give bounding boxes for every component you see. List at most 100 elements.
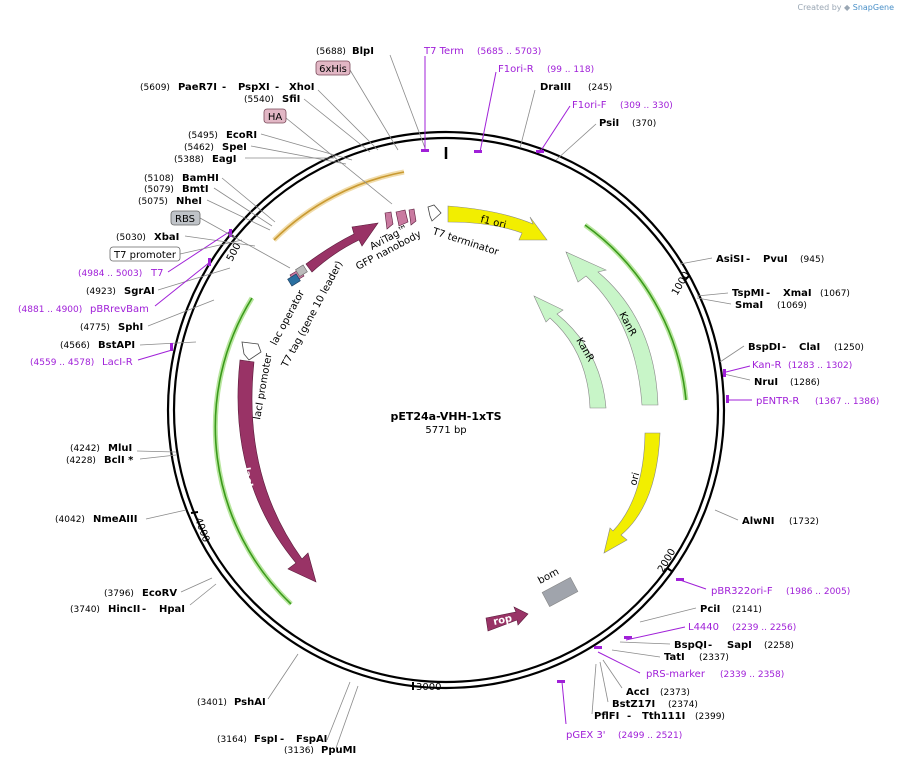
site-nmeaiii[interactable]: (4042) NmeAIII xyxy=(55,509,187,525)
tick-mark-4000 xyxy=(190,511,199,514)
svg-text:RBS: RBS xyxy=(175,214,195,225)
feature-t7-terminator[interactable] xyxy=(427,204,442,222)
site-bamhi[interactable]: (5108) BamHI xyxy=(144,173,276,223)
site-bspqi-sapi[interactable]: BspQI - SapI (2258) xyxy=(619,640,794,651)
site-pshai[interactable]: (3401) PshAI xyxy=(197,653,299,708)
primer-f1ori-f[interactable]: F1ori-F (309 .. 330) xyxy=(536,100,673,153)
primer-kan-r[interactable]: Kan-R (1283 .. 1302) xyxy=(723,360,852,377)
svg-text:Tth111I: Tth111I xyxy=(642,711,685,722)
label-ha[interactable]: HA xyxy=(263,108,393,205)
site-bcli[interactable]: (4228) BclI * xyxy=(66,454,177,466)
svg-text:EcoRV: EcoRV xyxy=(142,588,177,599)
site-bspdi-clai[interactable]: BspDI - ClaI (1250) xyxy=(719,342,864,363)
site-tspmi-xmai[interactable]: TspMI - XmaI (1067) xyxy=(696,288,850,299)
svg-text:(309 .. 330): (309 .. 330) xyxy=(620,101,673,111)
site-spei[interactable]: (5462) SpeI xyxy=(184,142,347,165)
site-nhei[interactable]: (5075) NheI xyxy=(138,196,271,231)
tick-label-1000: 1000 xyxy=(670,270,692,298)
svg-text:(1732): (1732) xyxy=(789,517,819,527)
site-bstz17i[interactable]: BstZ17I (2374) xyxy=(599,661,698,710)
primer-pbr322ori-f[interactable]: pBR322ori-F (1986 .. 2005) xyxy=(676,578,850,597)
site-bmti[interactable]: (5079) BmtI xyxy=(144,184,273,227)
svg-text:(3740): (3740) xyxy=(70,605,100,615)
svg-text:(2374): (2374) xyxy=(668,700,698,710)
svg-text:(5609): (5609) xyxy=(140,83,170,93)
site-psii[interactable]: PsiI (370) xyxy=(555,118,656,161)
site-draiii[interactable]: DraIII (245) xyxy=(519,82,612,149)
feature-bom-label: bom xyxy=(536,567,561,587)
svg-text:T7 promoter: T7 promoter xyxy=(113,250,177,261)
svg-text:EagI: EagI xyxy=(212,154,236,165)
feature-ha-tag[interactable] xyxy=(395,209,409,227)
site-pflfi-tth111i[interactable]: PflFI - Tth111I (2399) xyxy=(591,663,725,722)
svg-text:(3136): (3136) xyxy=(284,746,314,756)
svg-text:(4559 .. 4578): (4559 .. 4578) xyxy=(30,358,94,368)
label-rbs[interactable]: RBS xyxy=(170,210,291,269)
site-blpi[interactable]: BlpI (5688) xyxy=(316,46,426,149)
feature-lac-operator[interactable] xyxy=(287,273,301,287)
primer-pentr-r[interactable]: pENTR-R (1367 .. 1386) xyxy=(726,395,879,407)
label-6xhis[interactable]: 6xHis xyxy=(315,60,399,151)
feature-kanr-outer[interactable] xyxy=(565,251,659,406)
svg-text:(5079): (5079) xyxy=(144,185,174,195)
primer-l4440[interactable]: L4440 (2239 .. 2256) xyxy=(624,622,796,641)
site-fspi-fspai[interactable]: (3164) FspI - FspAI xyxy=(217,681,351,745)
feature-6xhis-tag[interactable] xyxy=(408,208,417,226)
svg-text:-: - xyxy=(627,711,631,722)
site-pcii[interactable]: PciI (2141) xyxy=(639,604,762,623)
site-eagi[interactable]: (5388) EagI xyxy=(174,154,334,165)
svg-text:(5462): (5462) xyxy=(184,143,214,153)
svg-text:XhoI: XhoI xyxy=(289,82,314,93)
svg-text:BmtI: BmtI xyxy=(182,184,209,195)
site-asisi-pvui[interactable]: AsiSI - PvuI (945) xyxy=(679,254,824,265)
svg-text:BamHI: BamHI xyxy=(182,173,219,184)
primer-f1ori-r[interactable]: F1ori-R (99 .. 118) xyxy=(474,64,594,153)
svg-text:(5685 .. 5703): (5685 .. 5703) xyxy=(477,47,541,57)
site-sgrai[interactable]: (4923) SgrAI xyxy=(86,267,231,297)
site-alwni[interactable]: AlwNI (1732) xyxy=(714,509,819,527)
primer-pgex-3[interactable]: pGEX 3' (2499 .. 2521) xyxy=(557,680,682,741)
svg-text:SapI: SapI xyxy=(727,640,752,651)
site-xbai[interactable]: (5030) XbaI xyxy=(116,232,256,247)
site-paer7i-pspxi-xhoi[interactable]: (5609) PaeR7I - PspXI - XhoI xyxy=(140,82,379,151)
site-ppumi[interactable]: (3136) PpuMI xyxy=(284,685,359,756)
site-bstapi[interactable]: (4566) BstAPI xyxy=(60,340,197,351)
svg-text:SpeI: SpeI xyxy=(222,142,247,153)
site-ecori[interactable]: (5495) EcoRI xyxy=(188,130,353,161)
orf-arc-kanr xyxy=(584,224,687,401)
site-hincii-hpai[interactable]: (3740) HincII - HpaI xyxy=(70,583,217,615)
svg-text:(5540): (5540) xyxy=(244,95,274,105)
primer-t7-term[interactable]: T7 Term (5685 .. 5703) xyxy=(421,46,541,152)
feature-avitag[interactable] xyxy=(384,211,394,230)
site-tati[interactable]: TatI (2337) xyxy=(611,649,729,663)
site-ecorv[interactable]: (3796) EcoRV xyxy=(104,577,213,599)
site-smai[interactable]: SmaI (1069) xyxy=(696,297,807,311)
snapgene-logo-icon: ◆ xyxy=(844,3,851,12)
svg-text:SgrAI: SgrAI xyxy=(124,286,155,297)
feature-laci[interactable] xyxy=(237,359,317,583)
feature-kanr-inner[interactable] xyxy=(533,295,607,409)
feature-bom[interactable] xyxy=(541,577,579,607)
feature-gfp-nanobody[interactable] xyxy=(305,222,379,273)
feature-f1-ori[interactable] xyxy=(447,205,548,241)
svg-text:(370): (370) xyxy=(632,119,656,129)
site-Erui[interactable]: NruI (1286) xyxy=(723,373,820,388)
svg-text:(5030): (5030) xyxy=(116,233,146,243)
label-t7-promoter[interactable]: T7 promoter xyxy=(109,239,243,262)
site-sphi[interactable]: (4775) SphI xyxy=(80,299,215,333)
primer-laci-r[interactable]: (4559 .. 4578) LacI-R xyxy=(30,343,173,368)
site-acci[interactable]: AccI (2373) xyxy=(602,659,690,698)
feature-rop[interactable] xyxy=(485,606,529,632)
feature-ori[interactable] xyxy=(603,432,661,554)
svg-text:(2239 .. 2256): (2239 .. 2256) xyxy=(732,623,796,633)
primer-t7[interactable]: (4984 .. 5003) T7 xyxy=(78,229,233,279)
primer-prs-marker[interactable]: pRS-marker (2339 .. 2358) xyxy=(594,646,784,680)
primer-pbrrevbam[interactable]: (4881 .. 4900) pBRrevBam xyxy=(18,258,211,315)
feature-rbs[interactable] xyxy=(295,264,308,277)
site-sfii[interactable]: (5540) SfiI xyxy=(244,94,371,153)
svg-text:PpuMI: PpuMI xyxy=(321,745,356,756)
svg-text:NruI: NruI xyxy=(754,377,778,388)
site-mlui[interactable]: (4242) MluI xyxy=(70,443,177,454)
svg-text:(99 .. 118): (99 .. 118) xyxy=(547,65,594,75)
feature-laci-promoter[interactable] xyxy=(241,341,262,361)
